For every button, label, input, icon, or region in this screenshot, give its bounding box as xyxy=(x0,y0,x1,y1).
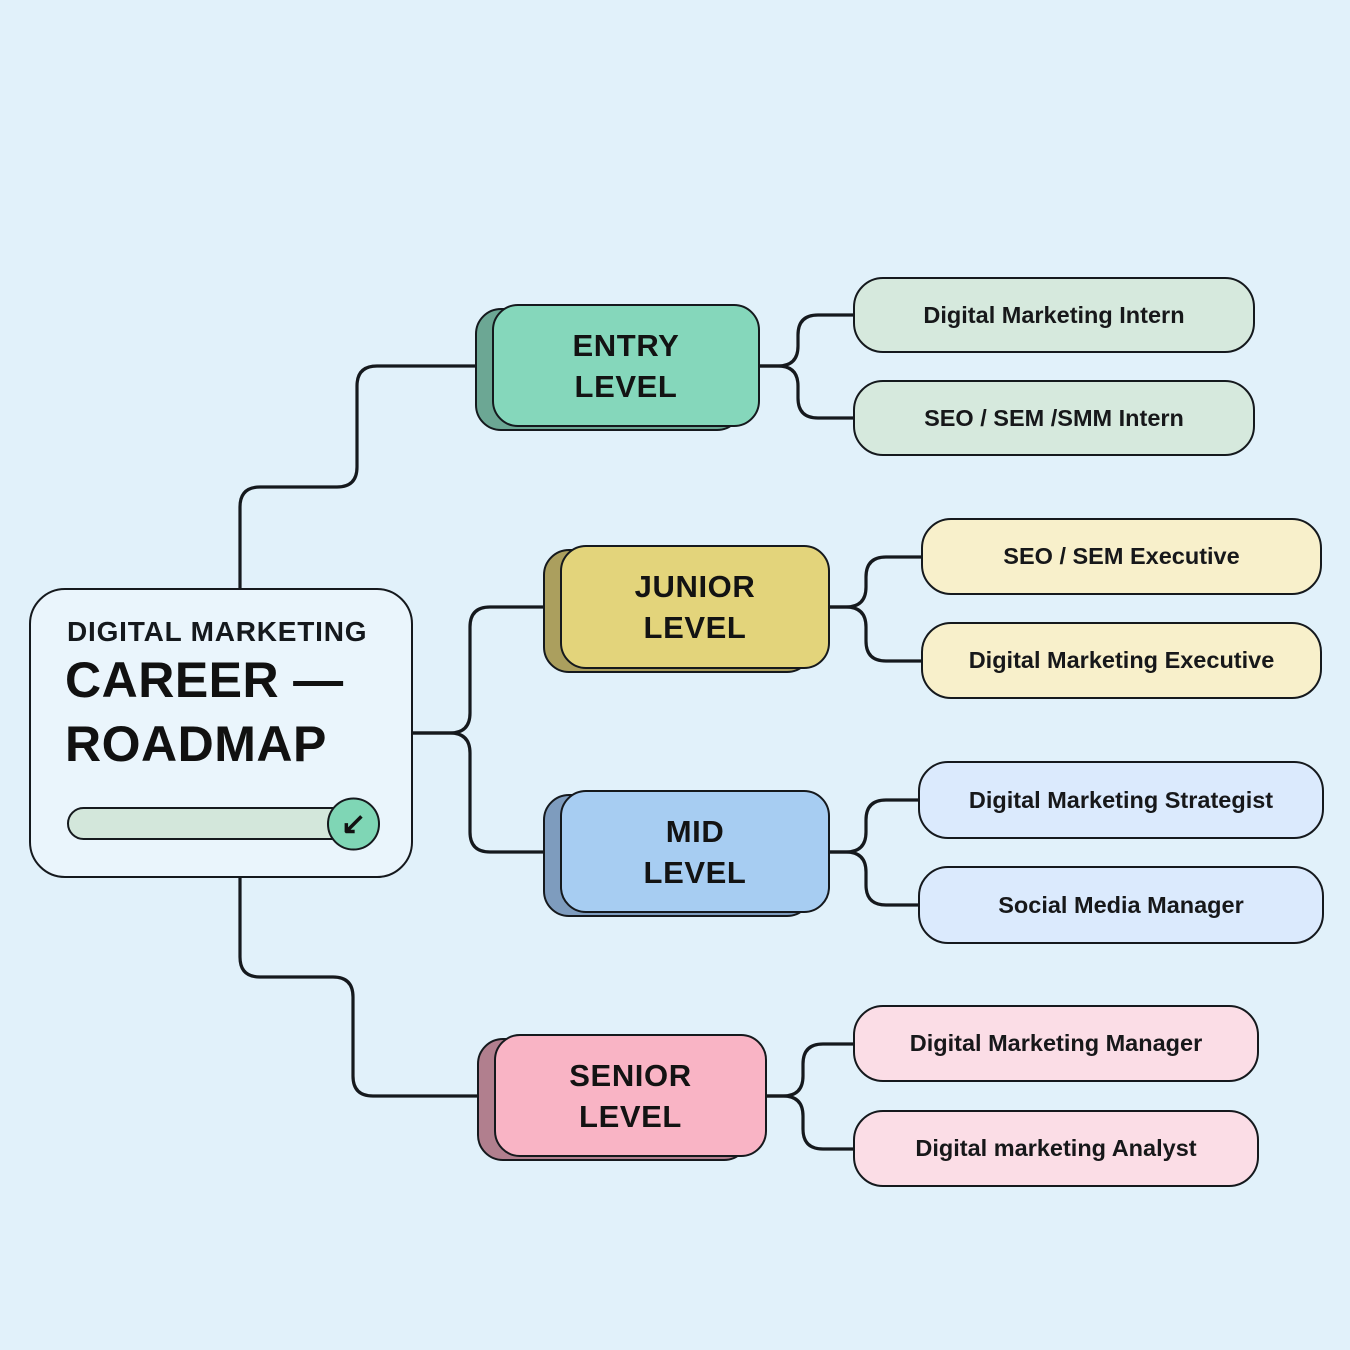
role-card-mid-1[interactable]: Digital Marketing Strategist xyxy=(918,761,1324,839)
level-node-mid[interactable]: MID LEVEL xyxy=(543,790,830,917)
level-label-line2: LEVEL xyxy=(643,854,747,890)
role-card-entry-1[interactable]: Digital Marketing Intern xyxy=(853,277,1255,353)
level-label-line2: LEVEL xyxy=(574,368,678,404)
level-node-junior[interactable]: JUNIOR LEVEL xyxy=(543,545,830,673)
connector-entry-child2 xyxy=(756,364,862,420)
role-card-senior-2[interactable]: Digital marketing Analyst xyxy=(853,1110,1259,1187)
level-label-line1: JUNIOR xyxy=(634,569,756,604)
level-label-line2: LEVEL xyxy=(579,1098,682,1134)
level-label-line1: ENTRY xyxy=(572,327,680,363)
connector-entry-child1 xyxy=(756,313,862,368)
role-card-mid-2[interactable]: Social Media Manager xyxy=(918,866,1324,944)
connector-senior-child2 xyxy=(763,1094,862,1151)
connector-center-mid xyxy=(409,731,568,854)
title-dash: — xyxy=(293,652,344,708)
connector-center-entry xyxy=(238,364,502,592)
center-card: DIGITAL MARKETING CAREER— ROADMAP ↙ xyxy=(29,588,413,878)
level-label-line1: SENIOR xyxy=(569,1057,692,1093)
role-card-senior-1[interactable]: Digital Marketing Manager xyxy=(853,1005,1259,1082)
arrow-knob-button[interactable]: ↙ xyxy=(327,797,380,850)
center-title-roadmap: ROADMAP xyxy=(65,716,327,772)
level-node-entry[interactable]: ENTRY LEVEL xyxy=(475,304,760,431)
connector-center-senior xyxy=(238,874,502,1098)
role-card-entry-2[interactable]: SEO / SEM /SMM Intern xyxy=(853,380,1255,456)
connector-senior-child1 xyxy=(763,1042,862,1098)
center-title-career: CAREER xyxy=(65,652,280,708)
level-label-line1: MID xyxy=(665,813,725,849)
connector-junior-child1 xyxy=(826,555,930,609)
connector-mid-child1 xyxy=(826,798,927,854)
down-left-arrow-icon: ↙ xyxy=(340,807,367,840)
progress-bar: ↙ xyxy=(67,797,380,850)
connector-junior-child2 xyxy=(826,605,930,663)
role-card-junior-1[interactable]: SEO / SEM Executive xyxy=(921,518,1322,595)
role-card-junior-2[interactable]: Digital Marketing Executive xyxy=(921,622,1322,699)
connector-mid-child2 xyxy=(826,850,927,907)
level-label-line2: LEVEL xyxy=(643,610,747,645)
center-subtitle: DIGITAL MARKETING xyxy=(67,616,368,647)
level-node-senior[interactable]: SENIOR LEVEL xyxy=(477,1034,767,1161)
connector-center-junior xyxy=(409,605,568,735)
center-title: CAREER— ROADMAP xyxy=(65,648,344,776)
